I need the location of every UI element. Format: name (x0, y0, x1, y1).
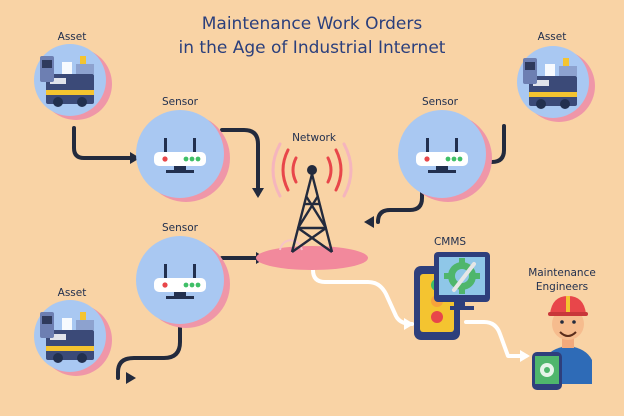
light-connectors (311, 256, 528, 358)
sensor-left-lower-label: Sensor (162, 222, 198, 234)
asset-machine-icon (523, 58, 577, 109)
sensor-left-upper-node (136, 110, 230, 202)
asset-top-right-label: Asset (537, 31, 567, 43)
network-tower-icon (256, 142, 368, 270)
engineers-label-line-2: Engineers (535, 281, 589, 293)
arrow-icon (520, 350, 530, 362)
arrow-icon (130, 152, 140, 164)
cmms-node (414, 252, 490, 340)
connector-sensor-to-network-right (376, 176, 424, 224)
wrench-icon (452, 262, 476, 292)
asset-machine-icon (40, 56, 94, 107)
connector-sensor-to-network-left (220, 128, 260, 196)
asset-bottom-left-label: Asset (57, 287, 87, 299)
asset-top-left-label: Asset (57, 31, 87, 43)
asset-bottom-left-node (34, 300, 112, 376)
connector-asset-to-sensor-lower (116, 320, 182, 380)
sensor-left-upper-label: Sensor (162, 96, 198, 108)
connector-asset-to-sensor-left (72, 126, 140, 160)
connector-cmms-to-engineers (464, 320, 528, 358)
asset-top-right-node (517, 46, 595, 122)
network-label: Network (292, 132, 336, 144)
dark-connectors (72, 124, 506, 380)
arrow-icon (126, 372, 136, 384)
diagram-title-line-2: in the Age of Industrial Internet (178, 38, 446, 58)
arrow-icon (404, 318, 414, 330)
arrow-icon (252, 188, 264, 198)
light-arrowheads (404, 318, 530, 362)
connector-asset-to-sensor-right (476, 124, 506, 164)
asset-machine-icon (40, 312, 94, 363)
arrow-icon (364, 216, 374, 228)
cmms-label: CMMS (433, 236, 467, 248)
asset-top-left-node (34, 44, 112, 120)
diagram-title-line-1: Maintenance Work Orders (201, 14, 423, 34)
sensor-right-label: Sensor (422, 96, 458, 108)
sensor-right-node (398, 110, 492, 202)
sensor-left-lower-node (136, 236, 230, 328)
engineers-label-line-1: Maintenance (528, 267, 596, 279)
connector-network-to-cmms (311, 256, 414, 326)
engineer-avatar-icon (532, 296, 592, 390)
